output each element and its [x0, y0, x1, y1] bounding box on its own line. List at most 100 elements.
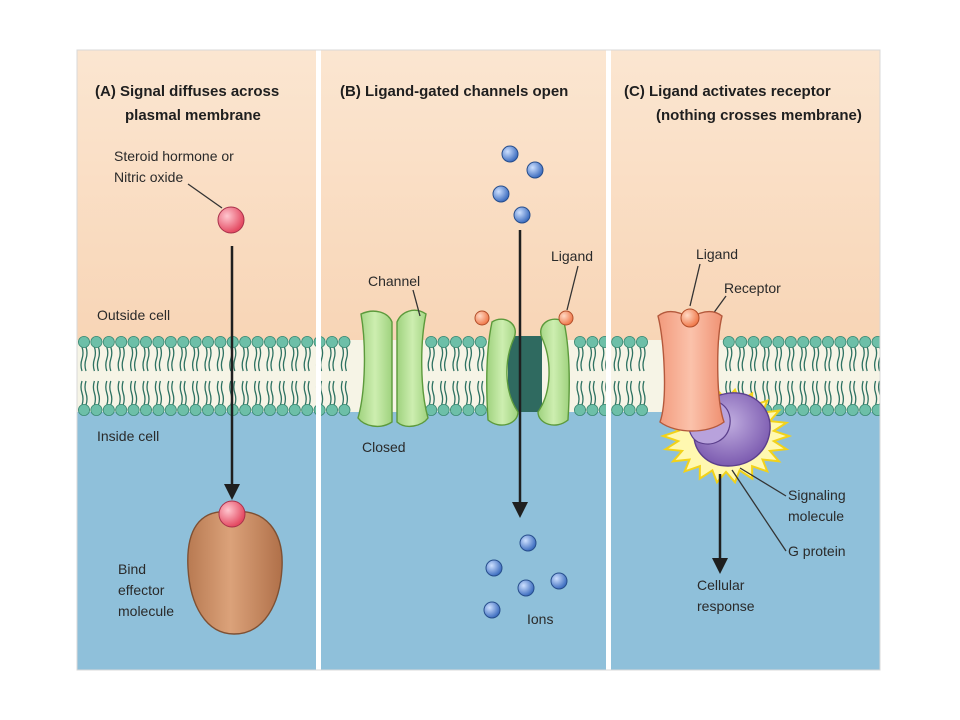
lipid-tail [253, 346, 258, 372]
lipid-head [102, 335, 115, 348]
lipid-tail [117, 380, 121, 406]
ligand-label-c: Ligand [696, 246, 738, 262]
lipid-head [636, 403, 649, 416]
signal-label-line1: Steroid hormone or [114, 148, 234, 164]
ion [517, 579, 535, 597]
diffusion-arrowhead [224, 484, 240, 500]
lipid-head [747, 335, 760, 348]
lipid-tail [774, 346, 779, 372]
lipid-tail [840, 346, 845, 372]
closed-channel-left-subunit [357, 310, 393, 428]
lipid-tail [836, 380, 841, 406]
lipid-tail [617, 380, 621, 406]
lipid-tail [811, 380, 816, 406]
lipid-head [239, 335, 252, 348]
lipid-tail [815, 346, 820, 372]
lipid-tail [154, 380, 159, 406]
lipid-tail [456, 346, 460, 372]
lipid-head [474, 335, 487, 348]
lipid-head [115, 335, 128, 348]
lipid-tail [464, 346, 469, 372]
effector-label-line3: molecule [118, 603, 174, 619]
lipid-tail [233, 380, 237, 406]
lipid-tail [439, 346, 444, 372]
lipid-tail [592, 380, 597, 406]
response-label-line2: response [697, 598, 755, 614]
lipid-tail [427, 346, 431, 372]
lipid-tail [121, 380, 125, 406]
lipid-head [251, 335, 264, 348]
lipid-tail [278, 346, 283, 372]
lipid-tail [245, 380, 249, 406]
lipid-tail [208, 346, 212, 372]
lipid-tail [142, 380, 146, 406]
lipid-tail [344, 346, 349, 372]
steroid-hormone-molecule [217, 206, 245, 234]
lipid-head [425, 335, 438, 348]
lipid-head [201, 403, 214, 416]
ion [483, 601, 501, 619]
lipid-head [288, 335, 301, 348]
lipid-tail [456, 380, 460, 406]
lipid-tail [762, 346, 766, 372]
lipid-tail [477, 380, 481, 406]
lipid-tail [836, 346, 841, 372]
lipid-head [301, 403, 314, 416]
channel-label: Channel [368, 273, 420, 289]
outside-cell-region [77, 50, 880, 340]
lipid-head [449, 403, 462, 416]
lipid-tail [452, 346, 456, 372]
lipid-head [784, 335, 797, 348]
signaling-label-line1: Signaling [788, 487, 846, 503]
ion [492, 185, 510, 203]
lipid-tail [588, 346, 593, 372]
lipid-tail [278, 380, 283, 406]
lipid-tail [266, 380, 270, 406]
lipid-tail [328, 380, 332, 406]
lipid-tail [613, 380, 617, 406]
lipid-tail [481, 346, 485, 372]
lipid-tail [787, 346, 791, 372]
closed-label: Closed [362, 439, 406, 455]
lipid-head [90, 403, 103, 416]
lipid-head [784, 403, 797, 416]
lipid-head [834, 403, 847, 416]
lipid-head [611, 335, 624, 348]
lipid-tail [849, 346, 853, 372]
lipid-head [152, 335, 165, 348]
lipid-tail [291, 346, 295, 372]
lipid-head [214, 403, 227, 416]
lipid-tail [117, 346, 121, 372]
ligand-label-b: Ligand [551, 248, 593, 264]
lipid-tail [642, 346, 646, 372]
lipid-tail [642, 380, 646, 406]
lipid-tail [477, 346, 481, 372]
lipid-tail [799, 346, 803, 372]
lipid-head [239, 403, 252, 416]
ion [526, 161, 544, 179]
lipid-tail [815, 380, 820, 406]
lipid-tail [737, 346, 741, 372]
lipid-tail [328, 346, 332, 372]
lipid-head [115, 403, 128, 416]
lipid-head [276, 335, 289, 348]
lipid-tail [129, 380, 134, 406]
lipid-head [474, 403, 487, 416]
lipid-head [78, 403, 91, 416]
lipid-head [574, 403, 587, 416]
lipid-head [822, 335, 835, 348]
lipid-tail [105, 380, 109, 406]
lipid-head [288, 403, 301, 416]
lipid-tail [80, 346, 84, 372]
lipid-tail [592, 346, 597, 372]
lipid-head [871, 336, 880, 348]
g-protein-label: G protein [788, 543, 846, 559]
lipid-tail [167, 346, 171, 372]
lipid-head [822, 403, 835, 416]
lipid-tail [282, 346, 287, 372]
lipid-head [127, 335, 140, 348]
lipid-head [164, 403, 177, 416]
lipid-tail [245, 346, 249, 372]
ligand-molecule [680, 308, 700, 328]
lipid-tail [270, 346, 274, 372]
